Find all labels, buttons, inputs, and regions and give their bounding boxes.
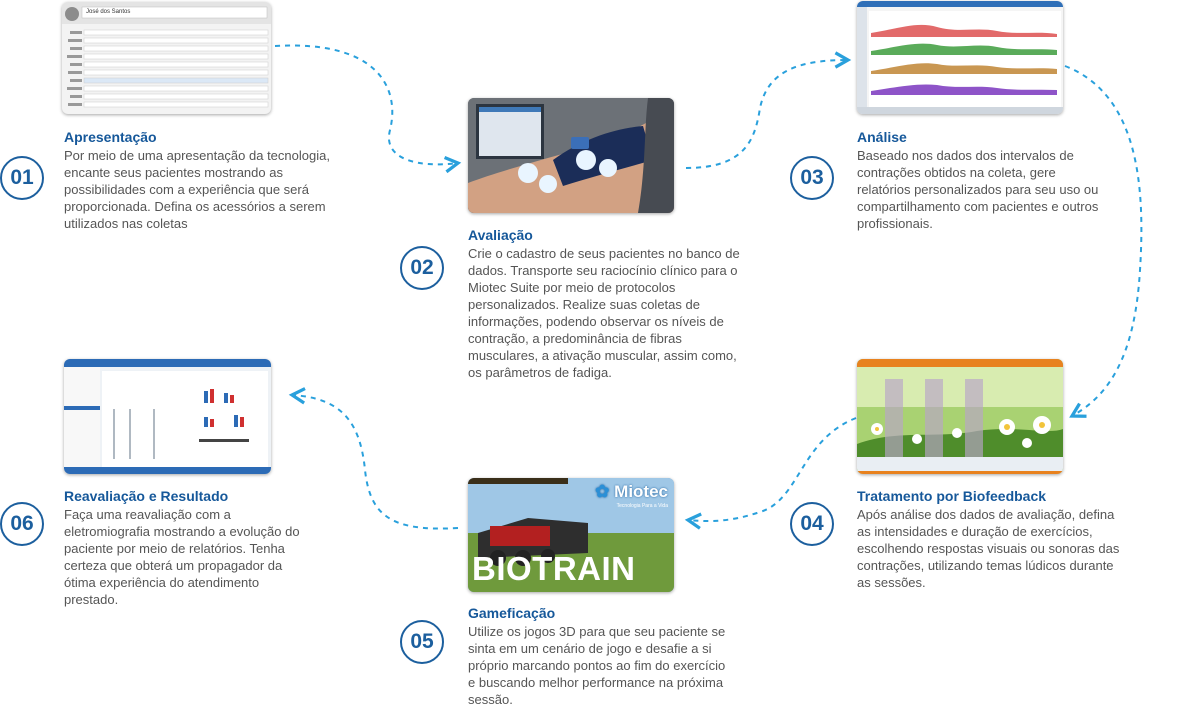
- biofeedback-screenshot: [857, 359, 1063, 474]
- step-description-02: Crie o cadastro de seus pacientes no ban…: [468, 246, 740, 380]
- step-title-05: Gameficação: [468, 605, 556, 621]
- biofeedback-flowers-image: [857, 359, 1063, 474]
- step-description-01: Por meio de uma apresentação da tecnolog…: [64, 148, 330, 231]
- step-number-02: 02: [400, 246, 444, 290]
- step-title-06: Reavaliação e Resultado: [64, 488, 229, 504]
- presentation-screenshot: José dos Santos: [62, 2, 271, 114]
- connector-05-06: [288, 387, 459, 530]
- report-charts-image: [64, 359, 271, 474]
- analysis-screenshot: [857, 1, 1063, 114]
- step-title-04: Tratamento por Biofeedback: [857, 488, 1047, 504]
- step-number-01: 01: [0, 156, 44, 200]
- step-title-01: Apresentação: [64, 129, 157, 145]
- arm-sensor-image: [468, 98, 674, 213]
- biotrain-game-image: [468, 478, 674, 592]
- connector-03-04: [1064, 65, 1143, 418]
- game-title: BIOTRAIN: [472, 550, 636, 587]
- connector-02-03: [685, 51, 852, 169]
- patient-form-image: [62, 2, 271, 108]
- step-description-06: Faça uma reavaliação com a eletromiograf…: [64, 507, 300, 607]
- emg-signals-image: [857, 1, 1063, 114]
- step-description-05: Utilize os jogos 3D para que seu pacient…: [468, 624, 726, 707]
- step-number-06: 06: [0, 502, 44, 546]
- step-description-03: Baseado nos dados dos intervalos de cont…: [857, 148, 1099, 231]
- patient-name: José dos Santos: [86, 9, 131, 15]
- reassessment-screenshot: [64, 359, 271, 474]
- step-number-03: 03: [790, 156, 834, 200]
- brand-name: Miotec: [614, 482, 668, 501]
- step-title-02: Avaliação: [468, 227, 533, 243]
- evaluation-photo: [468, 98, 674, 213]
- step-number-04: 04: [790, 502, 834, 546]
- step-number-05: 05: [400, 620, 444, 664]
- brand-tagline: Tecnologia Para a Vida: [616, 503, 668, 509]
- gamification-screenshot: ✿ Miotec Tecnologia Para a Vida BIOTRAIN: [468, 478, 674, 592]
- miotec-logo: ✿ Miotec: [595, 482, 668, 502]
- brand-mark-icon: ✿: [595, 482, 610, 501]
- step-title-03: Análise: [857, 129, 907, 145]
- step-description-04: Após análise dos dados de avaliação, def…: [857, 507, 1120, 590]
- connector-04-05: [684, 417, 857, 530]
